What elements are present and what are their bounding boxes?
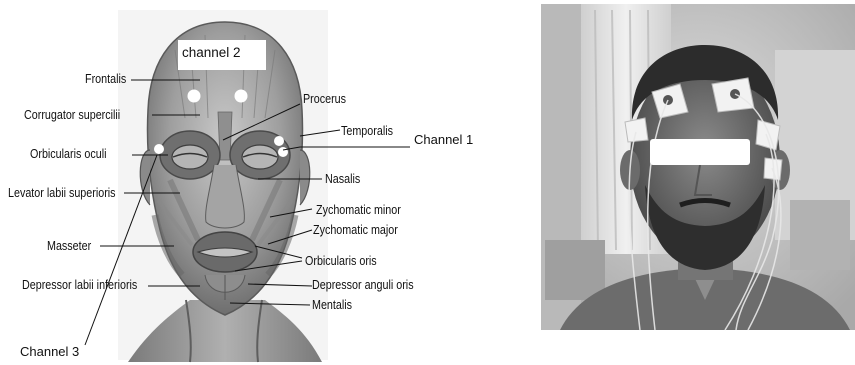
channel-2-label: channel 2 (182, 45, 241, 60)
label-masseter: Masseter (47, 239, 91, 253)
label-nasalis: Nasalis (325, 172, 360, 186)
electrode-temporalis-lower (278, 147, 288, 157)
label-zychomatic-minor: Zychomatic minor (316, 203, 401, 217)
label-depressor-labii-inferioris: Depressor labii inferioris (22, 278, 137, 292)
channel-1-label: Channel 1 (414, 132, 473, 147)
electrode-temporalis-upper (274, 136, 284, 146)
electrode-frontalis-left (188, 90, 201, 103)
label-corrugator-supercilii: Corrugator supercilii (24, 108, 120, 122)
label-temporalis: Temporalis (341, 124, 393, 138)
label-orbicularis-oculi: Orbicularis oculi (30, 147, 106, 161)
label-frontalis: Frontalis (85, 72, 126, 86)
label-procerus: Procerus (303, 92, 346, 106)
subject-photo (541, 4, 855, 330)
label-levator-labii-superioris: Levator labii superioris (8, 186, 116, 200)
label-mentalis: Mentalis (312, 298, 352, 312)
channel-2-label-box: channel 2 (178, 40, 266, 70)
label-orbicularis-oris: Orbicularis oris (305, 254, 377, 268)
label-depressor-anguli-oris: Depressor anguli oris (312, 278, 414, 292)
electrode-frontalis-right (235, 90, 248, 103)
label-zychomatic-major: Zychomatic major (313, 223, 398, 237)
electrode-orbicularis-left (154, 144, 164, 154)
face-censor-bar (650, 139, 750, 165)
channel-3-label: Channel 3 (20, 344, 79, 359)
